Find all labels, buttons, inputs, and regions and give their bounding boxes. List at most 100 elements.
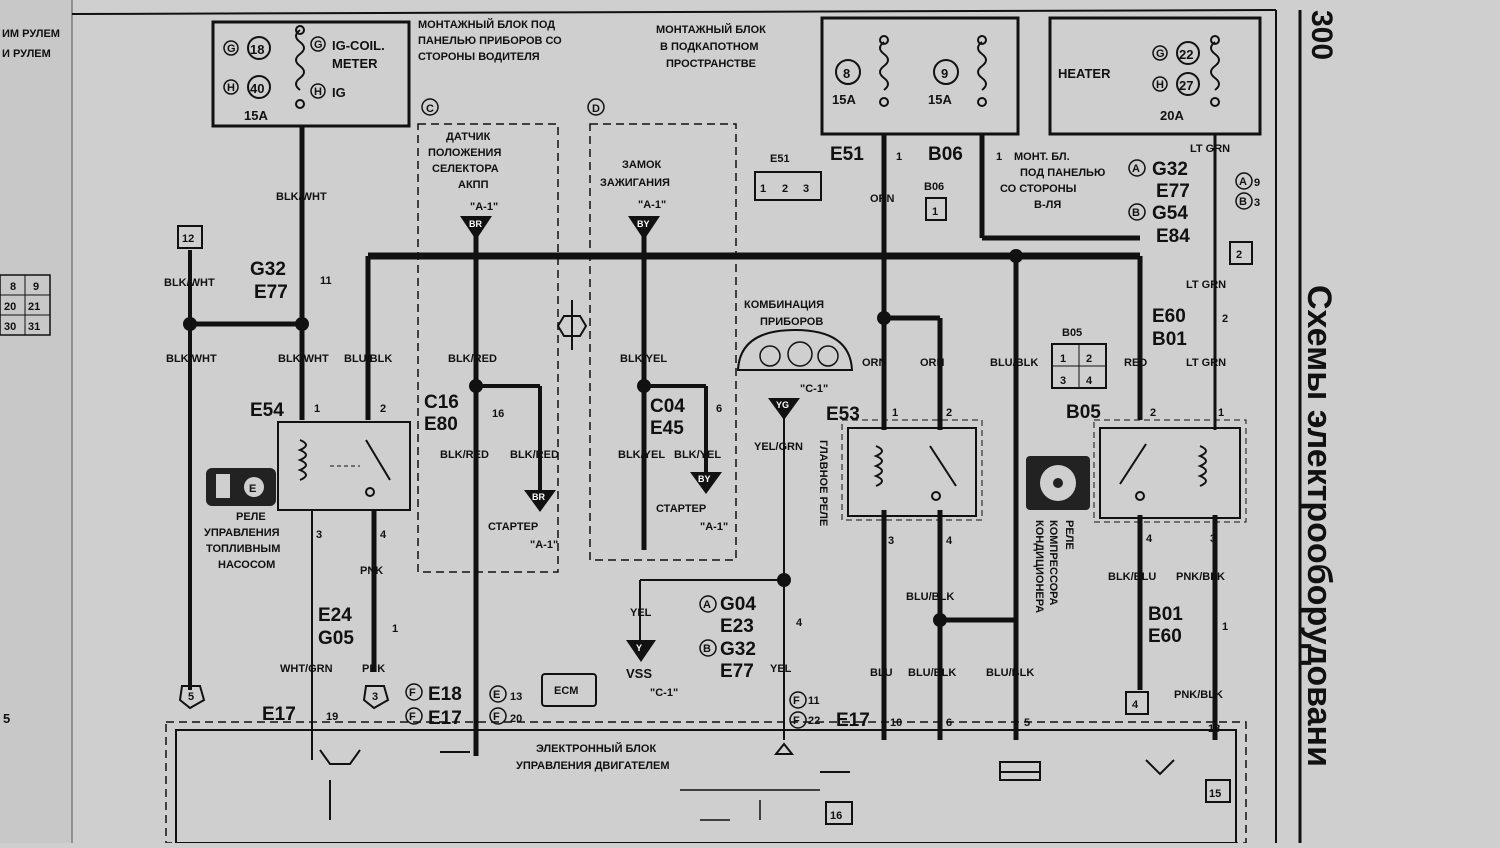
- svg-text:WHT/GRN: WHT/GRN: [280, 663, 333, 675]
- main-relay: E53 1 2 ORN ORN ГЛАВНОЕ РЕЛЕ 3 4 BLU/BLK…: [817, 357, 1038, 679]
- svg-text:BLK/WHT: BLK/WHT: [166, 353, 217, 365]
- svg-text:1: 1: [896, 151, 902, 163]
- svg-text:16: 16: [492, 408, 504, 420]
- svg-text:BLK/RED: BLK/RED: [448, 353, 497, 365]
- svg-text:E17: E17: [836, 710, 870, 731]
- svg-text:B05: B05: [1066, 402, 1101, 423]
- svg-text:BLU/BLK: BLU/BLK: [990, 357, 1038, 369]
- svg-text:B: B: [1132, 207, 1140, 219]
- svg-text:E77: E77: [1156, 181, 1190, 202]
- svg-text:4: 4: [946, 535, 953, 547]
- svg-text:ORN: ORN: [862, 357, 887, 369]
- svg-text:МОНТАЖНЫЙ БЛОК ПОД: МОНТАЖНЫЙ БЛОК ПОД: [418, 18, 555, 31]
- left-labels: 12 BLK/WHT BLK/WHT G32 E77 11 BLK/WHT BL…: [164, 191, 667, 365]
- svg-text:40: 40: [250, 81, 264, 96]
- svg-text:4: 4: [380, 529, 387, 541]
- svg-text:2: 2: [1150, 407, 1156, 419]
- svg-text:9: 9: [33, 281, 39, 293]
- svg-text:IG-COIL.: IG-COIL.: [332, 38, 385, 53]
- fuse-block-heater: HEATER G 22 H 27 20A: [1048, 16, 1262, 136]
- ignition-switch-box: D ЗАМОК ЗАЖИГАНИЯ "A-1" BY: [587, 98, 737, 561]
- svg-text:АКПП: АКПП: [458, 179, 489, 191]
- svg-text:BLK/WHT: BLK/WHT: [276, 191, 327, 203]
- svg-text:"A-1": "A-1": [470, 201, 498, 213]
- svg-text:F: F: [409, 687, 416, 699]
- svg-text:B: B: [703, 643, 711, 655]
- svg-text:15A: 15A: [928, 92, 952, 107]
- svg-text:G: G: [227, 43, 236, 55]
- svg-text:15: 15: [1209, 788, 1221, 800]
- fuse-block-driver-panel: G 18 H 40 G IG-COIL. METER H IG 15A МОНТ…: [211, 18, 562, 128]
- svg-text:ECM: ECM: [554, 685, 578, 697]
- svg-text:3: 3: [372, 691, 378, 703]
- svg-text:СТАРТЕР: СТАРТЕР: [656, 503, 706, 515]
- svg-text:G32: G32: [1152, 159, 1188, 180]
- svg-text:18: 18: [250, 42, 264, 57]
- svg-text:BLK/WHT: BLK/WHT: [164, 277, 215, 289]
- fuse-block-engine-bay: МОНТАЖНЫЙ БЛОК В ПОДКАПОТНОМ ПРОСТРАНСТВ…: [656, 16, 1020, 136]
- svg-text:9: 9: [941, 66, 948, 81]
- svg-text:RED: RED: [1124, 357, 1147, 369]
- svg-text:PNK/BLK: PNK/BLK: [1176, 571, 1225, 583]
- svg-text:B06: B06: [924, 181, 944, 193]
- svg-text:A: A: [1132, 163, 1140, 175]
- margin-page-fragment: 5: [3, 711, 10, 726]
- svg-text:D: D: [592, 103, 600, 115]
- svg-text:1: 1: [760, 183, 766, 195]
- svg-text:PNK/BLK: PNK/BLK: [1174, 689, 1223, 701]
- svg-text:BLU/BLK: BLU/BLK: [906, 591, 954, 603]
- svg-text:C: C: [426, 103, 434, 115]
- power-wires: [183, 126, 1218, 760]
- svg-text:LT GRN: LT GRN: [1186, 279, 1226, 291]
- svg-text:PNK: PNK: [362, 663, 385, 675]
- svg-text:1: 1: [1060, 353, 1066, 365]
- svg-text:ORN: ORN: [870, 193, 895, 205]
- svg-text:КОМБИНАЦИЯ: КОМБИНАЦИЯ: [744, 299, 824, 311]
- svg-text:E51: E51: [770, 153, 790, 165]
- svg-text:Y: Y: [636, 643, 642, 653]
- vss-block: YEL Y VSS "C-1" A G04 E23 4 B G32 E77 YE…: [626, 594, 820, 729]
- svg-text:КОМПРЕССОРА: КОМПРЕССОРА: [1047, 520, 1059, 606]
- svg-text:2: 2: [1236, 249, 1242, 261]
- svg-text:15A: 15A: [832, 92, 856, 107]
- svg-text:МОНТ. БЛ.: МОНТ. БЛ.: [1014, 151, 1070, 163]
- svg-text:22: 22: [808, 715, 820, 727]
- svg-text:G: G: [314, 39, 323, 51]
- svg-text:4: 4: [1086, 375, 1093, 387]
- svg-text:G32: G32: [720, 639, 756, 660]
- svg-text:18: 18: [1208, 723, 1220, 735]
- svg-text:E51: E51: [830, 144, 864, 165]
- mont-block-labels: МОНТ. БЛ. ПОД ПАНЕЛЬЮ СО СТОРОНЫ В-ЛЯ LT…: [1000, 143, 1260, 369]
- svg-text:2: 2: [946, 407, 952, 419]
- svg-text:РЕЛЕ: РЕЛЕ: [236, 511, 266, 523]
- svg-text:BR: BR: [469, 219, 482, 229]
- svg-text:IG: IG: [332, 85, 346, 100]
- svg-text:BLK/RED: BLK/RED: [510, 449, 559, 461]
- svg-text:ГЛАВНОЕ РЕЛЕ: ГЛАВНОЕ РЕЛЕ: [817, 440, 829, 526]
- svg-text:LT GRN: LT GRN: [1186, 357, 1226, 369]
- svg-text:6: 6: [716, 403, 722, 415]
- svg-text:B: B: [1239, 196, 1247, 208]
- svg-text:ДАТЧИК: ДАТЧИК: [446, 131, 491, 143]
- svg-text:"A-1": "A-1": [700, 521, 728, 533]
- svg-text:H: H: [1156, 79, 1164, 91]
- svg-text:1: 1: [932, 206, 938, 218]
- svg-text:G32: G32: [250, 259, 286, 280]
- ecm-badge: [541, 673, 597, 707]
- svg-text:ПОД ПАНЕЛЬЮ: ПОД ПАНЕЛЬЮ: [1020, 167, 1105, 179]
- fuel-pump-relay: E54 1 2 3 4 E РЕЛЕ УПРАВЛЕНИЯ ТОПЛИВНЫМ …: [178, 400, 411, 710]
- svg-text:НАСОСОМ: НАСОСОМ: [218, 559, 275, 571]
- svg-text:15A: 15A: [244, 108, 268, 123]
- svg-text:F: F: [409, 711, 416, 723]
- svg-text:E60: E60: [1148, 626, 1182, 647]
- svg-text:10: 10: [890, 717, 902, 729]
- svg-text:МОНТАЖНЫЙ БЛОК: МОНТАЖНЫЙ БЛОК: [656, 23, 766, 36]
- svg-text:"A-1": "A-1": [530, 539, 558, 551]
- side-title: Схемы электрооборудовани: [1300, 285, 1338, 767]
- svg-text:E24: E24: [318, 605, 352, 626]
- svg-text:E45: E45: [650, 418, 684, 439]
- svg-text:F: F: [493, 711, 500, 723]
- margin-text-2: И РУЛЕМ: [2, 48, 51, 60]
